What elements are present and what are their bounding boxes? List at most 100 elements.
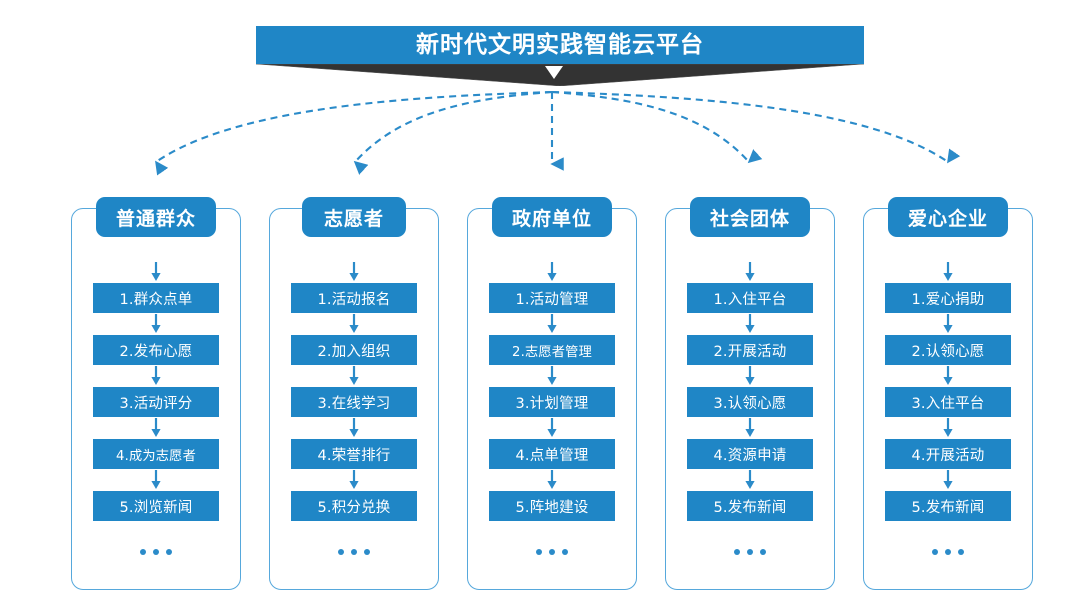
flow-item-label: 5.发布新闻 — [713, 499, 787, 516]
flow-item-label: 1.活动报名 — [317, 291, 391, 308]
flow-item-label: 3.活动评分 — [119, 395, 193, 412]
arrow-down-icon — [468, 417, 636, 439]
flow-item-label: 4.荣誉排行 — [317, 447, 391, 464]
flow-item[interactable]: 5.阵地建设 — [489, 491, 615, 521]
ellipsis-dot — [536, 549, 542, 555]
ellipsis-dot — [364, 549, 370, 555]
column-header-5[interactable]: 爱心企业 — [888, 197, 1008, 237]
flow-item-label: 1.活动管理 — [515, 291, 589, 308]
arrow-down-icon — [72, 365, 240, 387]
flow-item[interactable]: 3.活动评分 — [93, 387, 219, 417]
ellipsis-dot — [945, 549, 951, 555]
ellipsis-dot — [734, 549, 740, 555]
arrow-down-icon — [666, 417, 834, 439]
column-item-list: 1.活动管理 2.志愿者管理 3.计划管理 4.点单管理 5.阵地建设 — [468, 261, 636, 569]
flow-item[interactable]: 2.开展活动 — [687, 335, 813, 365]
arrow-down-icon — [468, 313, 636, 335]
flow-item[interactable]: 3.入住平台 — [885, 387, 1011, 417]
column-header-label: 政府单位 — [511, 207, 592, 230]
ellipsis-dot — [549, 549, 555, 555]
arrow-down-icon — [864, 313, 1032, 335]
column-group-4: 社会团体 1.入住平台 2.开展活动 3.认领心愿 4.资源申请 5.发布新闻 — [665, 197, 835, 590]
flow-item[interactable]: 4.成为志愿者 — [93, 439, 219, 469]
flow-item[interactable]: 3.在线学习 — [291, 387, 417, 417]
more-items-ellipsis[interactable] — [468, 535, 636, 569]
flow-item-label: 2.加入组织 — [317, 343, 391, 360]
flow-item-label: 4.点单管理 — [515, 447, 589, 464]
arrow-down-icon — [72, 469, 240, 491]
platform-banner: 新时代文明实践智能云平台 — [256, 26, 864, 86]
arrow-down-icon — [72, 261, 240, 283]
ellipsis-dot — [351, 549, 357, 555]
flow-item[interactable]: 1.爱心捐助 — [885, 283, 1011, 313]
column-item-list: 1.爱心捐助 2.认领心愿 3.入住平台 4.开展活动 5.发布新闻 — [864, 261, 1032, 569]
flow-item[interactable]: 4.荣誉排行 — [291, 439, 417, 469]
column-header-label: 社会团体 — [709, 207, 790, 230]
more-items-ellipsis[interactable] — [666, 535, 834, 569]
flow-item[interactable]: 2.志愿者管理 — [489, 335, 615, 365]
ellipsis-dot — [338, 549, 344, 555]
more-items-ellipsis[interactable] — [270, 535, 438, 569]
flow-item[interactable]: 4.点单管理 — [489, 439, 615, 469]
column-header-4[interactable]: 社会团体 — [690, 197, 810, 237]
column-header-1[interactable]: 普通群众 — [96, 197, 216, 237]
column-header-3[interactable]: 政府单位 — [492, 197, 612, 237]
more-items-ellipsis[interactable] — [864, 535, 1032, 569]
chevron-down-icon — [545, 66, 563, 79]
column-group-1: 普通群众 1.群众点单 2.发布心愿 3.活动评分 4.成为志愿者 5.浏览新闻 — [71, 197, 241, 590]
flow-item-label: 3.认领心愿 — [713, 395, 787, 412]
arrow-down-icon — [270, 417, 438, 439]
flow-item-label: 2.认领心愿 — [911, 343, 985, 360]
arrow-down-icon — [864, 365, 1032, 387]
flow-item[interactable]: 1.活动报名 — [291, 283, 417, 313]
flow-item[interactable]: 5.发布新闻 — [885, 491, 1011, 521]
flow-item[interactable]: 5.发布新闻 — [687, 491, 813, 521]
arrow-down-icon — [864, 261, 1032, 283]
flow-item[interactable]: 3.计划管理 — [489, 387, 615, 417]
flow-item-label: 5.浏览新闻 — [119, 499, 193, 516]
ellipsis-dot — [958, 549, 964, 555]
flow-item[interactable]: 4.资源申请 — [687, 439, 813, 469]
column-header-label: 爱心企业 — [907, 207, 988, 230]
connector-to-column-1 — [155, 90, 553, 176]
flow-item-label: 2.志愿者管理 — [512, 344, 592, 360]
column-header-2[interactable]: 志愿者 — [302, 197, 406, 237]
arrow-down-icon — [864, 417, 1032, 439]
flow-item-label: 4.资源申请 — [713, 447, 787, 464]
arrow-down-icon — [72, 313, 240, 335]
arrow-down-icon — [468, 261, 636, 283]
flow-item[interactable]: 5.积分兑换 — [291, 491, 417, 521]
arrow-down-icon — [864, 469, 1032, 491]
flow-item-label: 5.发布新闻 — [911, 499, 985, 516]
more-items-ellipsis[interactable] — [72, 535, 240, 569]
flow-item[interactable]: 4.开展活动 — [885, 439, 1011, 469]
flow-item[interactable]: 1.群众点单 — [93, 283, 219, 313]
flow-item[interactable]: 2.发布心愿 — [93, 335, 219, 365]
arrow-down-icon — [666, 313, 834, 335]
flow-item-label: 1.入住平台 — [713, 291, 787, 308]
ellipsis-dot — [562, 549, 568, 555]
arrow-down-icon — [270, 365, 438, 387]
flow-item[interactable]: 2.认领心愿 — [885, 335, 1011, 365]
column-header-label: 志愿者 — [323, 207, 384, 230]
flow-item[interactable]: 2.加入组织 — [291, 335, 417, 365]
column-item-list: 1.入住平台 2.开展活动 3.认领心愿 4.资源申请 5.发布新闻 — [666, 261, 834, 569]
flow-item-label: 4.开展活动 — [911, 447, 985, 464]
flow-item[interactable]: 3.认领心愿 — [687, 387, 813, 417]
arrow-down-icon — [468, 365, 636, 387]
column-header-label: 普通群众 — [115, 207, 196, 230]
flow-item-label: 3.在线学习 — [317, 395, 391, 412]
column-item-list: 1.活动报名 2.加入组织 3.在线学习 4.荣誉排行 5.积分兑换 — [270, 261, 438, 569]
ellipsis-dot — [932, 549, 938, 555]
flow-item[interactable]: 1.活动管理 — [489, 283, 615, 313]
flow-item[interactable]: 1.入住平台 — [687, 283, 813, 313]
flow-item[interactable]: 5.浏览新闻 — [93, 491, 219, 521]
column-group-5: 爱心企业 1.爱心捐助 2.认领心愿 3.入住平台 4.开展活动 5.发布新闻 — [863, 197, 1033, 590]
ellipsis-dot — [760, 549, 766, 555]
ellipsis-dot — [166, 549, 172, 555]
arrow-down-icon — [666, 261, 834, 283]
arrow-down-icon — [270, 313, 438, 335]
arrow-down-icon — [666, 469, 834, 491]
flow-item-label: 2.发布心愿 — [119, 343, 193, 360]
